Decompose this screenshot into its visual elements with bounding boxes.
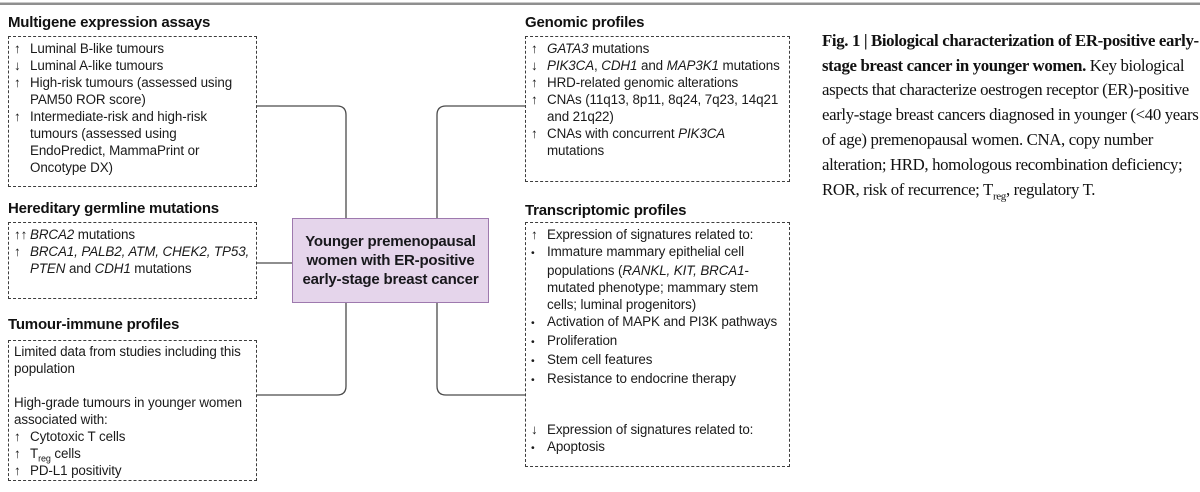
list-item: ↑High-risk tumours (assessed using PAM50…	[14, 75, 233, 107]
hereditary-box: ↑↑BRCA2 mutations ↑BRCA1, PALB2, ATM, CHE…	[8, 222, 257, 299]
figure-caption: Fig. 1 | Biological characterization of …	[822, 30, 1199, 202]
section-transcriptomic: Transcriptomic profiles ↑Expression of s…	[525, 202, 790, 467]
arrow-down-icon: ↓	[531, 58, 538, 73]
arrow-up-icon: ↑	[531, 75, 538, 90]
list-item: ↑↑BRCA2 mutations	[14, 227, 135, 242]
multigene-box: ↑Luminal B-like tumours ↓Luminal A-like t…	[8, 36, 257, 187]
bullet-icon: •	[531, 247, 535, 259]
list-item: ↑Luminal B-like tumours	[14, 41, 164, 56]
arrow-up-icon: ↑	[531, 92, 538, 107]
list-item: ↑PD-L1 positivity	[14, 463, 122, 478]
bullet-icon: •	[531, 317, 535, 329]
list-item: ↑Treg cells	[14, 446, 81, 464]
arrow-up-icon: ↑	[14, 244, 21, 259]
bullet-icon: •	[531, 355, 535, 367]
arrow-up-icon: ↑	[14, 109, 21, 124]
bullet-icon: •	[531, 336, 535, 348]
list-item: •Immature mammary epithelial cell popula…	[531, 244, 759, 312]
arrow-up-icon: ↑	[14, 463, 21, 478]
section-genomic: Genomic profiles ↑GATA3 mutations ↓PIK3CA…	[525, 14, 790, 182]
list-item: ↑Expression of signatures related to:	[531, 227, 754, 242]
arrow-up-icon: ↑↑	[14, 227, 28, 242]
list-item: ↓Luminal A-like tumours	[14, 58, 164, 73]
list-item: ↑CNAs (11q13, 8p11, 8q24, 7q23, 14q21 an…	[531, 92, 779, 124]
list-item: ↑GATA3 mutations	[531, 41, 650, 56]
top-divider-rule	[0, 2, 1200, 5]
list-item: •Stem cell features	[531, 351, 785, 370]
list-item: Limited data from studies including this…	[14, 344, 241, 376]
connector-transcriptomic	[436, 303, 525, 396]
arrow-up-icon: ↑	[531, 126, 538, 141]
section-title-hereditary: Hereditary germline mutations	[8, 200, 219, 217]
section-title-tumour-immune: Tumour-immune profiles	[8, 316, 180, 333]
central-node: Younger premenopausal women with ER-posi…	[292, 218, 489, 303]
list-item: ↑CNAs with concurrent PIK3CA mutations	[531, 126, 726, 158]
connector-genomic	[436, 105, 525, 218]
list-item: •Apoptosis	[531, 438, 785, 457]
list-item: •Activation of MAPK and PI3K pathways	[531, 313, 785, 332]
section-tumour-immune: Tumour-immune profiles Limited data from…	[8, 316, 257, 481]
connector-tumour-immune	[257, 303, 347, 396]
arrow-up-icon: ↑	[14, 75, 21, 90]
section-title-transcriptomic: Transcriptomic profiles	[525, 202, 687, 219]
genomic-box: ↑GATA3 mutations ↓PIK3CA, CDH1 and MAP3K1…	[525, 36, 790, 182]
section-title-genomic: Genomic profiles	[525, 14, 645, 31]
arrow-up-icon: ↑	[14, 41, 21, 56]
section-multigene: Multigene expression assays ↑Luminal B-l…	[8, 14, 257, 187]
list-item: High-grade tumours in younger women asso…	[14, 395, 242, 427]
arrow-down-icon: ↓	[531, 422, 538, 437]
arrow-up-icon: ↑	[531, 227, 538, 242]
list-item: •Proliferation	[531, 332, 785, 351]
tumour-immune-box: Limited data from studies including this…	[8, 340, 257, 481]
transcriptomic-box: ↑Expression of signatures related to: •Im…	[525, 222, 790, 467]
list-item: ↑BRCA1, PALB2, ATM, CHEK2, TP53, PTEN an…	[14, 244, 250, 276]
arrow-up-icon: ↑	[531, 41, 538, 56]
connector-multigene	[257, 105, 347, 218]
arrow-down-icon: ↓	[14, 58, 21, 73]
list-item: ↑HRD-related genomic alterations	[531, 75, 739, 90]
list-item: ↓PIK3CA, CDH1 and MAP3K1 mutations	[531, 58, 780, 73]
arrow-up-icon: ↑	[14, 446, 21, 461]
bullet-icon: •	[531, 374, 535, 386]
arrow-up-icon: ↑	[14, 429, 21, 444]
list-item: ↓Expression of signatures related to:	[531, 422, 754, 437]
list-item: •Resistance to endocrine therapy	[531, 370, 785, 389]
bullet-icon: •	[531, 442, 535, 454]
section-title-multigene: Multigene expression assays	[8, 14, 211, 31]
section-hereditary: Hereditary germline mutations ↑↑BRCA2 mu…	[8, 200, 257, 299]
central-node-label: Younger premenopausal women with ER-posi…	[302, 233, 479, 288]
list-item: ↑Intermediate-risk and high-risk tumours…	[14, 109, 208, 175]
list-item: ↑Cytotoxic T cells	[14, 429, 126, 444]
